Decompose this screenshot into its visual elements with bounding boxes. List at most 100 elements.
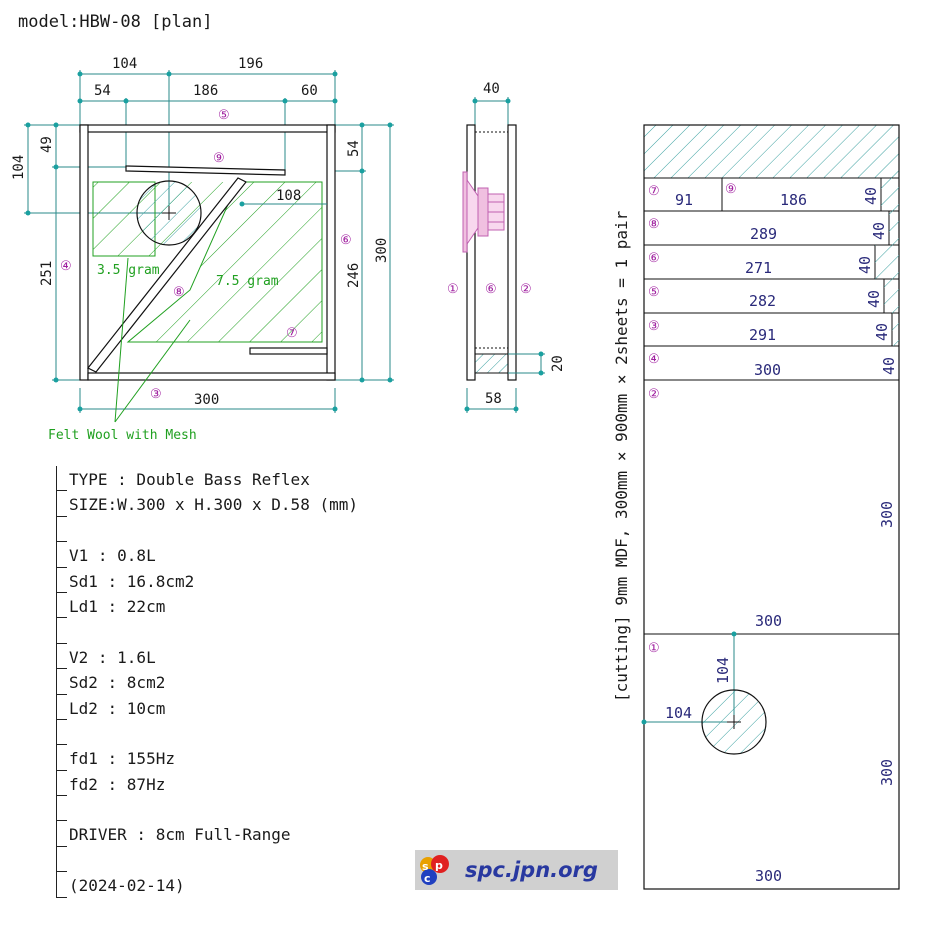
side-port-section [474, 353, 509, 374]
strip-5-num: ⑤ [648, 285, 660, 300]
spc-logo-icon: s p c [415, 850, 455, 890]
dim-108-inner: 108 [276, 188, 301, 204]
cutting-plan: [cutting] 9mm MDF, 300mm × 900mm × 2shee… [612, 124, 900, 890]
part-8-label: ⑧ [173, 285, 185, 300]
svg-text:p: p [435, 859, 443, 872]
side-label-6: ⑥ [485, 282, 497, 297]
spec-line [56, 846, 386, 873]
strip-3-num: ③ [648, 319, 660, 334]
panel-2-bottom: 300 [755, 612, 782, 630]
part-5-label: ⑤ [218, 108, 230, 123]
part-3-label: ③ [150, 387, 162, 402]
spec-line [56, 516, 386, 543]
panel-9 [125, 165, 286, 176]
spec-line: V1 : 0.8L [56, 542, 386, 568]
wall-right-6 [326, 124, 336, 381]
spec-line [56, 796, 386, 822]
spec-line: TYPE : Double Bass Reflex [56, 466, 386, 492]
strip-5-width: 40 [865, 290, 883, 308]
dim-20-port: 20 [550, 355, 566, 372]
strip-3-width: 40 [873, 323, 891, 341]
side-view: 40 ① ⑥ ② 20 58 [447, 81, 566, 413]
spec-line: fd1 : 155Hz [56, 745, 386, 772]
felt-area-large [126, 181, 323, 343]
spec-line: Ld1 : 22cm [56, 592, 386, 619]
panel-2-side: 300 [878, 501, 896, 528]
dim-186-top: 186 [193, 83, 218, 99]
dim-54-right: 54 [346, 140, 362, 157]
strip-6-len: 271 [745, 259, 772, 277]
panel-1-bottom: 300 [755, 867, 782, 885]
spec-line: V2 : 1.6L [56, 643, 386, 670]
dim-196-top: 196 [238, 56, 263, 72]
dim-40-side: 40 [483, 81, 500, 97]
strip-4-len: 300 [754, 361, 781, 379]
driver-side-icon [462, 171, 505, 253]
spec-line: Sd2 : 8cm2 [56, 669, 386, 695]
wall-top-5 [79, 124, 336, 133]
strip-5-len: 282 [749, 292, 776, 310]
svg-text:c: c [424, 872, 431, 885]
panel-7 [249, 347, 328, 355]
side-panel-1 [466, 124, 476, 381]
sheet-outline [643, 124, 900, 890]
spec-line: Sd1 : 16.8cm2 [56, 567, 386, 594]
wall-left-4 [79, 124, 89, 381]
dim-54-top: 54 [94, 83, 111, 99]
page-title: model:HBW-08 [plan] [18, 12, 212, 32]
dim-49-left: 49 [39, 136, 55, 153]
svg-text:s: s [422, 860, 429, 873]
part-9-label: ⑨ [213, 151, 225, 166]
strip-3-len: 291 [749, 326, 776, 344]
felt-large-weight: 7.5 gram [216, 274, 279, 289]
panel-1-hole-y: 104 [714, 657, 732, 684]
strip-6-width: 40 [856, 256, 874, 274]
spec-line [56, 719, 386, 746]
logo-text: spc.jpn.org [465, 858, 598, 882]
strip-9-num: ⑨ [725, 182, 737, 197]
strip-9-len: 186 [780, 191, 807, 209]
strip-8-num: ⑧ [648, 217, 660, 232]
panel-2-num: ② [648, 387, 660, 402]
site-logo[interactable]: s p c spc.jpn.org [415, 850, 618, 890]
felt-caption: Felt Wool with Mesh [48, 428, 197, 443]
part-7-label: ⑦ [286, 326, 298, 341]
felt-small-weight: 3.5 gram [97, 263, 160, 278]
side-panel-2 [507, 124, 517, 381]
panel-1-num: ① [648, 641, 660, 656]
strip-6-num: ⑥ [648, 251, 660, 266]
spec-line: DRIVER : 8cm Full-Range [56, 821, 386, 848]
spec-line: (2024-02-14) [56, 872, 386, 899]
spec-line: fd2 : 87Hz [56, 770, 386, 797]
strip-7-len: 91 [675, 191, 693, 209]
panel-1-hole-x: 104 [665, 704, 692, 722]
part-6-label: ⑥ [340, 233, 352, 248]
dim-60-top: 60 [301, 83, 318, 99]
strip-7-num: ⑦ [648, 184, 660, 199]
wall-bottom-3 [87, 372, 336, 381]
spec-line: SIZE:W.300 x H.300 x D.58 (mm) [56, 491, 386, 518]
panel-1-side: 300 [878, 759, 896, 786]
strip-9-width: 40 [862, 187, 880, 205]
cutting-label: [cutting] 9mm MDF, 300mm × 900mm × 2shee… [612, 210, 631, 702]
side-label-1: ① [447, 282, 459, 297]
spec-line: Ld2 : 10cm [56, 694, 386, 721]
dim-300-right: 300 [374, 238, 390, 263]
dim-246-right: 246 [346, 263, 362, 288]
plan-view: 104 196 54 186 60 104 49 251 54 246 300 … [11, 56, 394, 443]
dim-300-bottom: 300 [194, 392, 219, 408]
waste-area [643, 124, 900, 179]
panel-8 [87, 177, 247, 373]
dim-104-left: 104 [11, 155, 27, 180]
side-label-2: ② [520, 282, 532, 297]
strip-4-width: 40 [880, 357, 898, 375]
strip-4-num: ④ [648, 352, 660, 367]
strip-8-width: 40 [870, 222, 888, 240]
dim-251-left: 251 [39, 261, 55, 286]
dim-104-top: 104 [112, 56, 137, 72]
spec-line [56, 618, 386, 645]
dim-58-depth: 58 [485, 391, 502, 407]
